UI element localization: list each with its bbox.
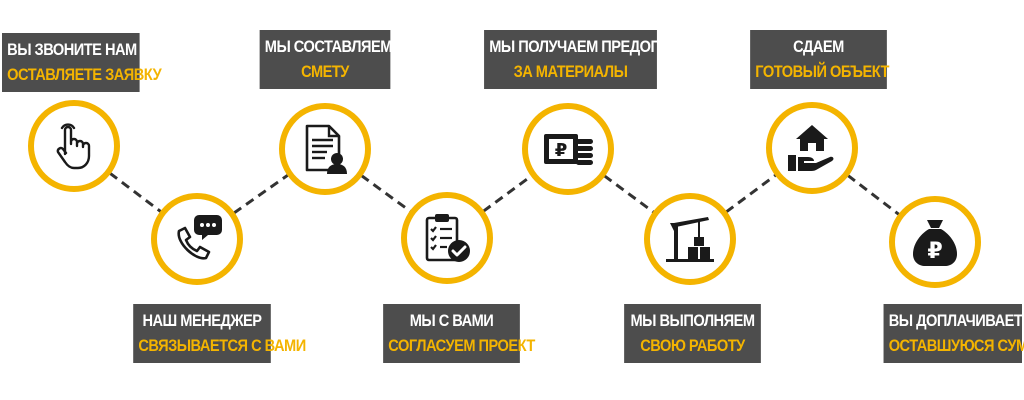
step-6-subtitle: СВОЮ РАБОТУ [640, 336, 745, 355]
step-4-label: МЫ С ВАМИ СОГЛАСУЕМ ПРОЕКТ [383, 304, 535, 363]
svg-text:₽: ₽ [927, 239, 942, 264]
step-8-label: ВЫ ДОПЛАЧИВАЕТЕ ОСТАВШУЮСЯ СУММУ [883, 304, 1024, 363]
step-3-node [279, 103, 371, 195]
step-6-node [644, 193, 736, 285]
step-1-node [28, 100, 120, 192]
step-6-title: МЫ ВЫПОЛНЯЕМ [630, 311, 755, 330]
step-6-label: МЫ ВЫПОЛНЯЕМ СВОЮ РАБОТУ [624, 304, 761, 363]
step-5-subtitle: ЗА МАТЕРИАЛЫ [513, 62, 628, 81]
step-2-title: НАШ МЕНЕДЖЕР [142, 311, 262, 330]
step-5-node: ₽ [522, 103, 614, 195]
document-person-icon [305, 124, 347, 174]
step-7-title: СДАЕМ [793, 37, 844, 56]
pointing-hand-icon [56, 123, 91, 170]
svg-text:₽: ₽ [555, 140, 568, 161]
step-1-title: ВЫ ЗВОНИТЕ НАМ ИЛИ [7, 40, 170, 59]
step-7-node [766, 102, 858, 194]
step-8-subtitle: ОСТАВШУЮСЯ СУММУ [888, 336, 1024, 355]
step-4-node [401, 192, 493, 284]
step-4-subtitle: СОГЛАСУЕМ ПРОЕКТ [388, 336, 535, 355]
money-bag-icon: ₽ [913, 220, 957, 266]
step-1-subtitle: ОСТАВЛЯЕТЕ ЗАЯВКУ [7, 65, 162, 84]
step-7-subtitle: ГОТОВЫЙ ОБЪЕКТ [755, 62, 889, 81]
step-8-title: ВЫ ДОПЛАЧИВАЕТЕ [888, 311, 1024, 330]
step-2-node [151, 193, 243, 285]
step-4-title: МЫ С ВАМИ [409, 311, 494, 330]
step-7-label: СДАЕМ ГОТОВЫЙ ОБЪЕКТ [750, 30, 889, 89]
phone-chat-icon [177, 215, 222, 260]
step-3-title: МЫ СОСТАВЛЯЕМ [264, 37, 393, 56]
clipboard-check-icon [425, 214, 470, 262]
crane-icon [666, 217, 714, 262]
step-8-node: ₽ [889, 196, 981, 288]
house-hand-icon [788, 125, 834, 171]
step-2-subtitle: СВЯЗЫВАЕТСЯ С ВАМИ [138, 336, 306, 355]
ruble-money-icon: ₽ [544, 134, 593, 165]
step-3-subtitle: СМЕТУ [301, 62, 349, 81]
step-2-label: НАШ МЕНЕДЖЕР СВЯЗЫВАЕТСЯ С ВАМИ [133, 304, 306, 363]
step-1-label: ВЫ ЗВОНИТЕ НАМ ИЛИ ОСТАВЛЯЕТЕ ЗАЯВКУ [2, 33, 170, 92]
step-5-title: МЫ ПОЛУЧАЕМ ПРЕДОПЛАТУ [489, 37, 697, 56]
connector-2-3 [196, 147, 326, 241]
step-3-label: МЫ СОСТАВЛЯЕМ СМЕТУ [259, 30, 393, 89]
step-5-label: МЫ ПОЛУЧАЕМ ПРЕДОПЛАТУ ЗА МАТЕРИАЛЫ [484, 30, 697, 89]
connector-7-8 [811, 146, 936, 244]
